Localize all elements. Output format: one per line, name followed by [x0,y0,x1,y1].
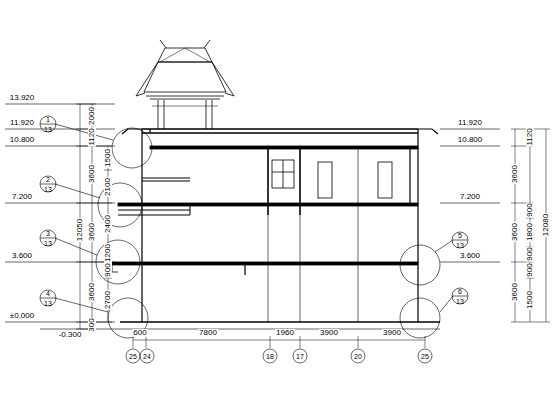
dimension: 1120 [88,127,96,146]
callout-number: 6 [457,288,463,295]
level-mark: 13.920 [9,94,35,102]
dimension: 3900 [319,329,339,337]
callout-number: 3 [45,230,51,237]
detail-callouts [40,116,468,338]
dimension: 900 [526,202,534,217]
callout-number: 1 [45,116,51,123]
dimension: 1960 [275,329,295,337]
dimension: 7800 [198,329,218,337]
axis-number: 25 [420,353,430,360]
level-mark: ±0.000 [9,312,35,320]
dimension-lines [76,104,550,348]
dimension: 3900 [382,329,402,337]
dimension: 900 [526,262,534,277]
dimension: 300 [88,317,96,332]
pavilion [136,40,234,129]
dimension: 3600 [511,222,519,242]
callout-number: 13 [455,242,465,249]
dimension: 2100 [104,177,112,197]
dimension: 3600 [88,164,96,184]
dimension: 3600 [511,282,519,302]
level-mark: 11.920 [457,119,483,127]
dimension: 900 [104,262,112,277]
callout-number: 5 [457,232,463,239]
dimension: 2700 [104,290,112,310]
dimension: 600 [132,329,147,337]
dimension: 2400 [104,214,112,234]
axis-bubbles [126,349,432,363]
dimension: 3600 [88,222,96,242]
dimension: 1800 [526,222,534,242]
level-mark: -0.300 [58,331,83,339]
level-mark: 7.200 [459,193,481,201]
level-mark: 3.600 [11,252,33,260]
dimension: 3600 [511,164,519,184]
callout-number: 13 [43,300,53,307]
dimension: 1120 [526,127,534,146]
dimension: 900 [526,246,534,261]
dimension: 12080 [542,213,550,237]
building-section [100,129,440,329]
callout-number: 13 [455,298,465,305]
level-mark: 3.600 [459,252,481,260]
level-marks [5,104,500,329]
callout-number: 13 [43,126,53,133]
callout-number: 4 [45,290,51,297]
axis-number: 18 [265,353,275,360]
dimension: 1500 [104,148,112,168]
dimension: 1200 [104,243,112,263]
dimension: 2000 [88,106,96,126]
axis-number: 24 [142,353,152,360]
level-mark: 11.920 [9,119,35,127]
callout-number: 13 [43,186,53,193]
dimension: 1500 [526,290,534,310]
callout-number: 2 [45,176,51,183]
level-mark: 10.800 [457,136,483,144]
axis-number: 20 [353,353,363,360]
level-mark: 10.800 [9,136,35,144]
axis-number: 17 [295,353,305,360]
dimension: 12050 [76,218,84,242]
level-mark: 7.200 [11,193,33,201]
axis-number: 25 [128,353,138,360]
dimension: 3600 [88,282,96,302]
callout-number: 13 [43,240,53,247]
